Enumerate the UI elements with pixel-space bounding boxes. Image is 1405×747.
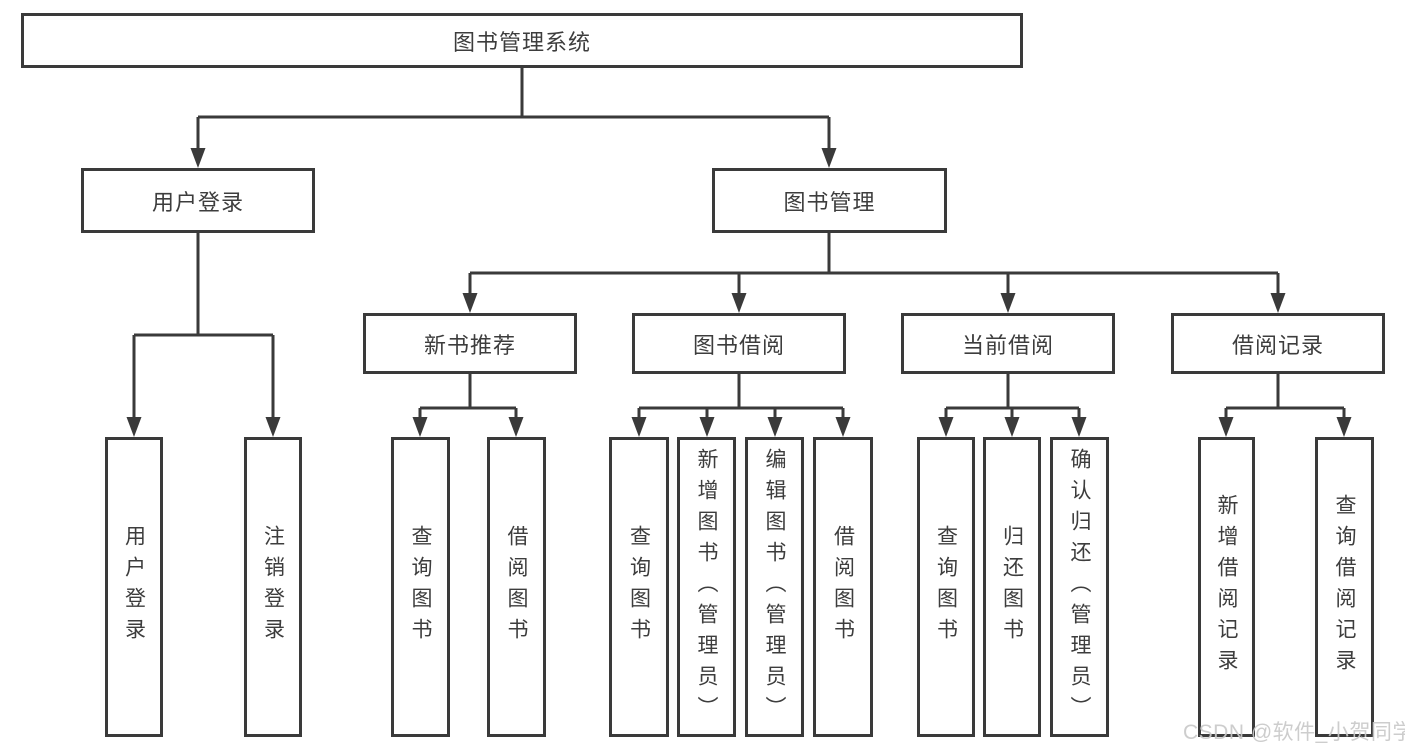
leaf-edit-books-admin: 编辑图书（管理员） xyxy=(745,437,804,737)
leaf-confirm-return-admin-label: 确认归还（管理员） xyxy=(1068,447,1091,727)
leaf-return-books-label: 归还图书 xyxy=(1000,525,1024,649)
node-current-borrow-label: 当前借阅 xyxy=(961,332,1054,358)
leaf-borrow-books-2-label: 借阅图书 xyxy=(831,525,855,649)
node-user-login: 用户登录 xyxy=(81,168,315,233)
leaf-query-books-2-label: 查询图书 xyxy=(627,525,651,649)
node-new-book-recommend: 新书推荐 xyxy=(363,313,577,374)
node-borrow-records-label: 借阅记录 xyxy=(1231,332,1324,358)
leaf-user-login-label: 用户登录 xyxy=(122,525,146,649)
leaf-confirm-return-admin: 确认归还（管理员） xyxy=(1050,437,1109,737)
connector-book-management-branch xyxy=(462,233,1286,313)
leaf-logout-label: 注销登录 xyxy=(261,525,285,649)
connector-new-book-branch xyxy=(412,374,524,437)
leaf-add-books-admin: 新增图书（管理员） xyxy=(677,437,736,737)
connector-current-borrow-branch xyxy=(938,374,1087,437)
connector-user-login-branch xyxy=(126,233,281,437)
connector-book-borrow-branch xyxy=(631,374,851,437)
leaf-add-borrow-record-label: 新增借阅记录 xyxy=(1215,494,1238,680)
leaf-query-books-1: 查询图书 xyxy=(391,437,450,737)
node-current-borrow: 当前借阅 xyxy=(901,313,1115,374)
leaf-user-login: 用户登录 xyxy=(105,437,163,737)
node-borrow-records: 借阅记录 xyxy=(1171,313,1385,374)
leaf-borrow-books-1: 借阅图书 xyxy=(487,437,546,737)
node-user-login-label: 用户登录 xyxy=(151,189,244,215)
leaf-query-borrow-record-label: 查询借阅记录 xyxy=(1333,494,1356,680)
node-book-borrow-label: 图书借阅 xyxy=(692,332,785,358)
connector-root-branch xyxy=(190,68,837,168)
leaf-query-books-3: 查询图书 xyxy=(917,437,975,737)
leaf-borrow-books-1-label: 借阅图书 xyxy=(505,525,528,649)
leaf-logout: 注销登录 xyxy=(244,437,302,737)
node-book-management: 图书管理 xyxy=(712,168,947,233)
leaf-edit-books-admin-label: 编辑图书（管理员） xyxy=(763,447,786,727)
csdn-watermark: CSDN @软件_小贺同学 xyxy=(1183,721,1405,744)
node-root-label: 图书管理系统 xyxy=(452,29,591,55)
leaf-add-books-admin-label: 新增图书（管理员） xyxy=(695,447,718,727)
leaf-return-books: 归还图书 xyxy=(983,437,1041,737)
connector-borrow-records-branch xyxy=(1218,374,1352,437)
node-book-borrow: 图书借阅 xyxy=(632,313,846,374)
leaf-query-books-1-label: 查询图书 xyxy=(409,525,432,649)
leaf-query-books-3-label: 查询图书 xyxy=(934,525,958,649)
leaf-query-books-2: 查询图书 xyxy=(609,437,669,737)
node-book-management-label: 图书管理 xyxy=(783,189,876,215)
leaf-query-borrow-record: 查询借阅记录 xyxy=(1315,437,1374,737)
node-new-book-recommend-label: 新书推荐 xyxy=(423,332,516,358)
leaf-add-borrow-record: 新增借阅记录 xyxy=(1198,437,1255,737)
node-root-system: 图书管理系统 xyxy=(21,13,1023,68)
leaf-borrow-books-2: 借阅图书 xyxy=(813,437,873,737)
